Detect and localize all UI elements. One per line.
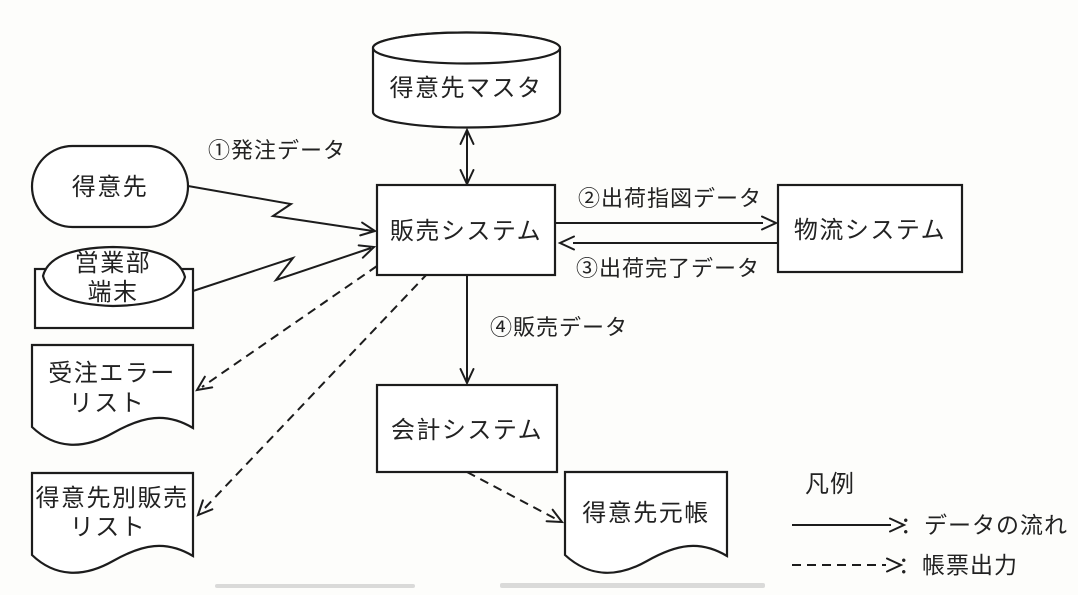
arrowhead-icon (889, 517, 907, 533)
sales-system-label: 販売システム (390, 218, 542, 245)
arrowhead-icon (195, 375, 214, 392)
order-error-list-label-line1: 受注エラー (48, 360, 176, 387)
customer-sales-list-label-line2: リスト (70, 515, 147, 541)
legend-dashed-label: ：帳票出力 (898, 553, 1018, 578)
document-icon (30, 471, 195, 574)
arrowhead-icon (545, 508, 565, 524)
report-sales-to-order-error-list (195, 265, 378, 392)
node-customer-master: 得意先マスタ (371, 31, 562, 129)
document-icon (30, 343, 195, 446)
arrowhead-icon (761, 215, 779, 231)
arrowhead-up-icon (459, 127, 475, 145)
customer-ledger-label: 得意先元帳 (582, 500, 710, 527)
flow-logistics-to-sales (557, 235, 778, 251)
sales-terminal-label-line2: 端末 (88, 279, 139, 306)
report-sales-to-customer-sales-list (196, 272, 429, 517)
customer-label: 得意先 (72, 174, 149, 201)
arrowhead-icon (886, 557, 904, 573)
flow-sales-to-logistics (555, 215, 779, 231)
flow-master-sales-bidirectional (459, 127, 475, 187)
flow-customer-to-sales (187, 185, 378, 237)
legend: 凡例 ：データの流れ ：帳票出力 (792, 471, 1068, 578)
legend-title: 凡例 (805, 471, 855, 498)
node-order-error-list: 受注エラー リスト (30, 343, 195, 446)
label-sales-data: ④販売データ (490, 315, 628, 340)
flow-sales-to-accounting (459, 275, 475, 386)
document-icon (563, 470, 729, 574)
sales-terminal-label-line1: 営業部 (75, 250, 152, 277)
label-shipping-instruction-data: ②出荷指図データ (578, 186, 762, 211)
flow-terminal-to-sales (192, 244, 377, 292)
cropped-caption-smudge (215, 583, 765, 588)
legend-solid-arrow (792, 517, 907, 533)
terminal-lens (41, 245, 187, 308)
arrowhead-icon (196, 499, 214, 517)
accounting-system-label: 会計システム (391, 417, 543, 444)
node-customer-sales-list: 得意先別販売 リスト (30, 471, 195, 574)
node-customer-ledger: 得意先元帳 (563, 470, 729, 574)
label-shipping-completed-data: ③出荷完了データ (576, 256, 760, 281)
legend-dashed-arrow (792, 557, 904, 573)
customer-master-label: 得意先マスタ (390, 75, 543, 102)
order-error-list-label-line2: リスト (69, 391, 146, 417)
arrowhead-icon (359, 221, 378, 237)
customer-sales-list-label-line1: 得意先別販売 (36, 485, 189, 512)
cylinder-top-icon (371, 31, 562, 65)
legend-solid-label: ：データの流れ (900, 513, 1068, 538)
node-sales-terminal: 営業部 端末 (33, 245, 195, 330)
arrowhead-icon (357, 244, 377, 259)
node-sales-system: 販売システム (375, 183, 557, 277)
logistics-system-label: 物流システム (794, 217, 946, 244)
node-logistics-system: 物流システム (776, 183, 964, 274)
report-accounting-to-customer-ledger (466, 471, 565, 524)
node-customer: 得意先 (30, 144, 190, 229)
node-accounting-system: 会計システム (375, 383, 559, 474)
label-order-data: ①発注データ (208, 138, 346, 163)
arrowhead-icon (459, 368, 475, 386)
arrowhead-icon (557, 235, 575, 251)
